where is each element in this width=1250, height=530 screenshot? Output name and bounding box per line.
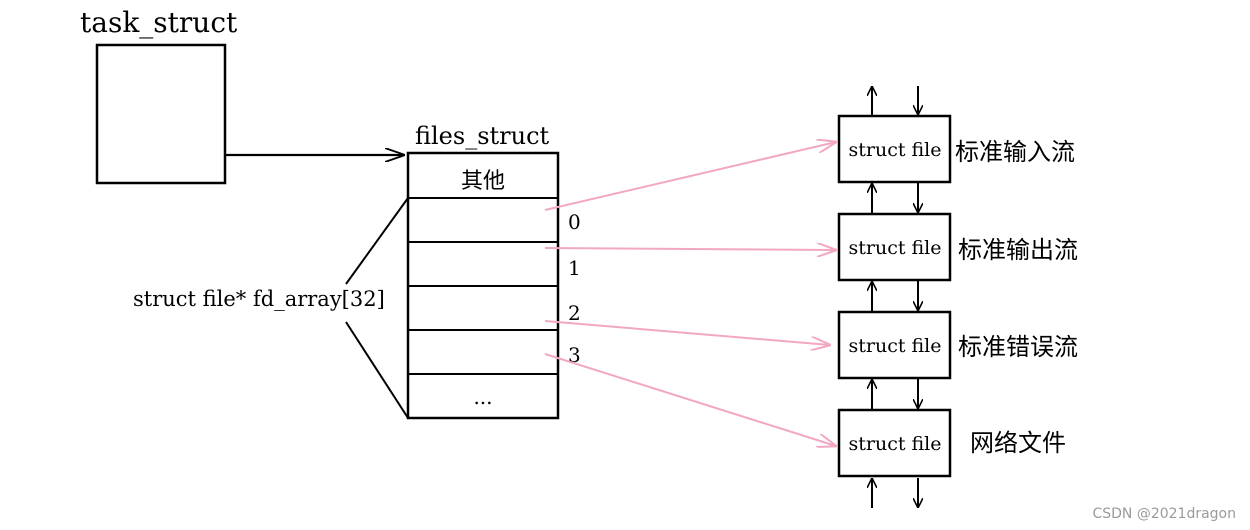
struct-file-node-1: struct file 标准输出流 (837, 212, 1078, 282)
struct-file-node-3: struct file 网络文件 (837, 408, 1066, 478)
struct-file-box (837, 114, 952, 184)
struct-file-node-0: struct file 标准输入流 (837, 114, 1075, 184)
task-struct-box (95, 43, 227, 185)
struct-file-node-2: struct file 标准错误流 (837, 310, 1078, 380)
fd-index-1: 1 (568, 256, 581, 280)
struct-file-box (837, 408, 952, 478)
struct-file-label: struct file (848, 433, 941, 455)
fd-array-bracket-top (345, 197, 409, 285)
struct-file-desc: 标准输入流 (955, 138, 1075, 166)
struct-file-label: struct file (848, 237, 941, 259)
pointer-arrow-2 (544, 320, 830, 345)
ellipsis-row-label: ... (473, 385, 492, 409)
struct-file-desc: 标准输出流 (958, 236, 1078, 264)
fd-array-bracket-bottom (345, 321, 409, 419)
struct-file-label: struct file (848, 139, 941, 161)
struct-file-label: struct file (848, 335, 941, 357)
fd-index-3: 3 (568, 343, 581, 367)
list-link-arrows (872, 86, 918, 508)
other-row-label: 其他 (461, 169, 505, 194)
fd-array-label: struct file* fd_array[32] (133, 287, 385, 311)
struct-file-box (837, 310, 952, 380)
pointer-arrow-1 (544, 248, 836, 250)
struct-file-box (837, 212, 952, 282)
fd-index-2: 2 (568, 301, 581, 325)
struct-file-desc: 标准错误流 (958, 333, 1078, 361)
pointer-arrow-0 (544, 142, 836, 211)
fd-index-0: 0 (568, 210, 581, 234)
files-struct-table: 其他 ... (406, 151, 560, 420)
files-struct-label: files_struct (415, 122, 550, 150)
pointer-arrow-3 (544, 353, 836, 446)
struct-file-desc: 网络文件 (970, 429, 1066, 457)
watermark: CSDN @2021dragon (1092, 506, 1236, 522)
task-struct-label: task_struct (80, 6, 238, 39)
